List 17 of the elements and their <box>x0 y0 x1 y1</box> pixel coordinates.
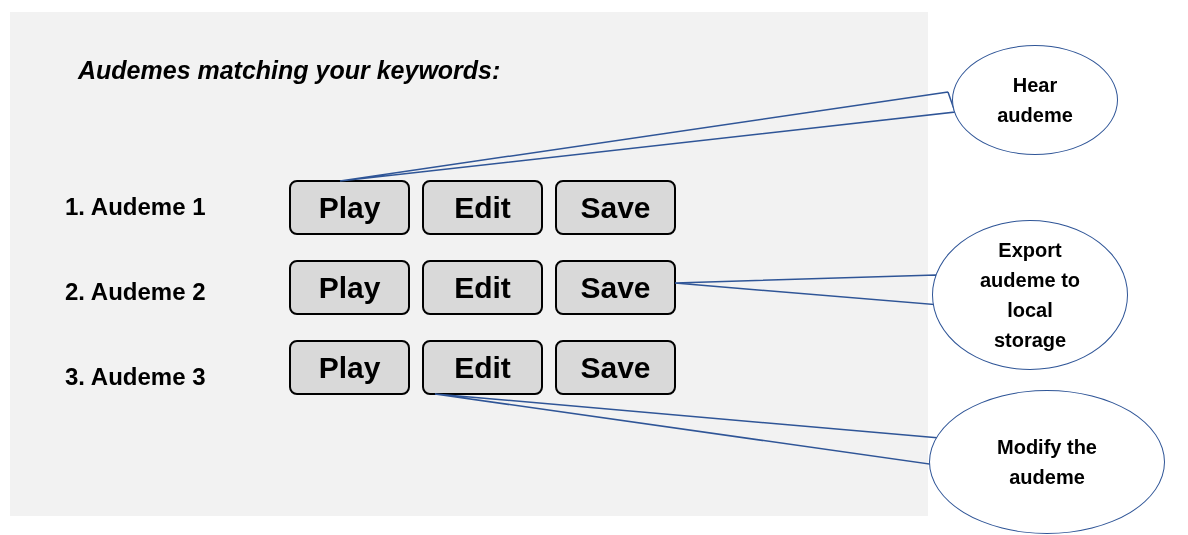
save-button: Save <box>555 180 676 235</box>
callout-bubble: Export audeme to local storage <box>932 220 1128 370</box>
callout-bubble: Hear audeme <box>952 45 1118 155</box>
play-button: Play <box>289 180 410 235</box>
edit-button: Edit <box>422 340 543 395</box>
list-item-label: 2. Audeme 2 <box>65 278 206 306</box>
edit-button: Edit <box>422 180 543 235</box>
panel-heading: Audemes matching your keywords: <box>78 56 501 85</box>
list-item-label: 3. Audeme 3 <box>65 363 206 391</box>
save-button: Save <box>555 260 676 315</box>
play-button: Play <box>289 260 410 315</box>
list-item-label: 1. Audeme 1 <box>65 193 206 221</box>
save-button: Save <box>555 340 676 395</box>
panel-background <box>10 12 928 516</box>
callout-bubble: Modify the audeme <box>929 390 1165 534</box>
play-button: Play <box>289 340 410 395</box>
edit-button: Edit <box>422 260 543 315</box>
